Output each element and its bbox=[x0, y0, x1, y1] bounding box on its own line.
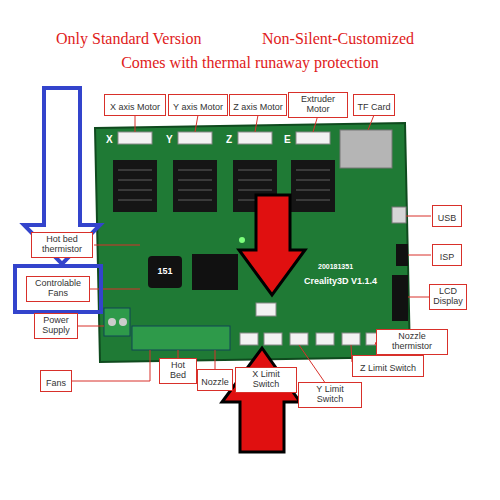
box-text: ISP bbox=[440, 252, 455, 262]
subtitle-text: Non-Silent-Customized bbox=[262, 30, 414, 48]
subtitle-text: Comes with thermal runaway protection bbox=[121, 54, 379, 72]
leader-line bbox=[90, 289, 140, 290]
label-box: Fans bbox=[40, 370, 72, 392]
motor-connector bbox=[238, 132, 272, 144]
inductor bbox=[148, 256, 182, 288]
output-terminal bbox=[132, 326, 230, 350]
stepper-drivers bbox=[113, 160, 335, 212]
label-box: X axis Motor bbox=[104, 94, 166, 116]
red-pointer-arrow bbox=[222, 348, 300, 452]
motor-connector bbox=[118, 132, 152, 144]
axis-silkscreen: E bbox=[284, 134, 291, 146]
limit-connector bbox=[316, 333, 334, 345]
limit-connector bbox=[240, 333, 258, 345]
leader-line bbox=[94, 245, 140, 246]
box-text: USB bbox=[438, 213, 457, 223]
label-box: Hot bed thermistor bbox=[31, 232, 93, 258]
leader-line bbox=[299, 345, 328, 387]
power-terminal bbox=[104, 308, 130, 336]
highlight-frame bbox=[15, 266, 101, 312]
terminal-screw bbox=[108, 318, 116, 326]
box-text: Nozzle thermistor bbox=[380, 331, 444, 351]
label-box: TF Card bbox=[353, 94, 395, 116]
box-text: Y axis Motor bbox=[173, 102, 223, 112]
board-serial: 200181351 bbox=[318, 262, 353, 271]
blue-pointer-arrow bbox=[24, 88, 100, 264]
box-text: Power Supply bbox=[38, 315, 74, 335]
leader-line bbox=[195, 115, 198, 132]
leader-line bbox=[78, 326, 104, 327]
axis-silkscreen: X bbox=[106, 134, 113, 146]
lcd-header bbox=[392, 275, 408, 321]
box-text: Fans bbox=[46, 378, 66, 388]
inductor-marking: 151 bbox=[157, 266, 172, 277]
axis-silkscreen: Z bbox=[226, 134, 232, 146]
label-box: Z axis Motor bbox=[229, 94, 287, 116]
label-box: ISP bbox=[432, 244, 462, 266]
leader-line bbox=[255, 115, 258, 132]
terminal-blocks bbox=[104, 308, 230, 350]
box-text: Controlable Fans bbox=[30, 278, 86, 298]
axis-silkscreen: Y bbox=[166, 134, 173, 146]
box-text: TF Card bbox=[357, 102, 390, 112]
label-box: Nozzle bbox=[197, 369, 233, 391]
leader-line bbox=[135, 115, 136, 132]
motor-connector bbox=[296, 132, 330, 144]
label-box: USB bbox=[432, 205, 462, 227]
driver-heatsink bbox=[173, 160, 217, 212]
circuit-board bbox=[95, 123, 410, 362]
leader-line bbox=[72, 350, 150, 381]
isp-header bbox=[396, 244, 408, 266]
label-box: Y axis Motor bbox=[168, 94, 228, 116]
box-text: Nozzle bbox=[201, 377, 229, 387]
motor-connectors bbox=[118, 132, 330, 144]
leader-line bbox=[408, 297, 430, 298]
limit-connector bbox=[290, 333, 308, 345]
label-box: LCD Display bbox=[429, 284, 467, 310]
label-box: X Limit Switch bbox=[235, 367, 297, 393]
box-text: Y Limit Switch bbox=[302, 384, 358, 404]
leader-line bbox=[406, 216, 431, 217]
terminal-screw bbox=[119, 318, 127, 326]
leader-line bbox=[408, 255, 431, 256]
label-box: Controlable Fans bbox=[26, 276, 90, 302]
usb-port bbox=[392, 207, 406, 223]
fan-connector bbox=[256, 303, 276, 316]
title-text: Only Standard Version bbox=[56, 30, 201, 48]
box-text: Hot Bed bbox=[163, 360, 193, 380]
box-text: Z Limit Switch bbox=[360, 363, 416, 373]
driver-heatsink bbox=[291, 160, 335, 212]
bottom-connectors bbox=[240, 333, 384, 345]
main-heatsink bbox=[192, 254, 238, 290]
label-box: Extruder Motor bbox=[288, 92, 348, 118]
board-name: Creality3D V1.1.4 bbox=[304, 276, 377, 287]
status-led bbox=[239, 237, 245, 243]
box-text: LCD Display bbox=[433, 286, 463, 306]
leader-line bbox=[368, 115, 374, 130]
red-pointer-arrow bbox=[239, 195, 305, 295]
box-text: Hot bed thermistor bbox=[35, 234, 89, 254]
driver-heatsink bbox=[113, 160, 157, 212]
box-text: X Limit Switch bbox=[239, 369, 293, 389]
motor-connector bbox=[178, 132, 212, 144]
label-box: Power Supply bbox=[34, 313, 78, 339]
label-box: Hot Bed bbox=[159, 358, 197, 384]
sd-slot bbox=[340, 130, 392, 168]
label-box: Z Limit Switch bbox=[352, 355, 424, 377]
label-box: Nozzle thermistor bbox=[376, 329, 448, 355]
limit-connector bbox=[342, 333, 360, 345]
heatsink-fins bbox=[118, 170, 330, 200]
limit-connector bbox=[264, 333, 282, 345]
box-text: Extruder Motor bbox=[292, 94, 344, 114]
box-text: X axis Motor bbox=[110, 102, 160, 112]
box-text: Z axis Motor bbox=[233, 102, 283, 112]
label-box: Y Limit Switch bbox=[298, 382, 362, 408]
